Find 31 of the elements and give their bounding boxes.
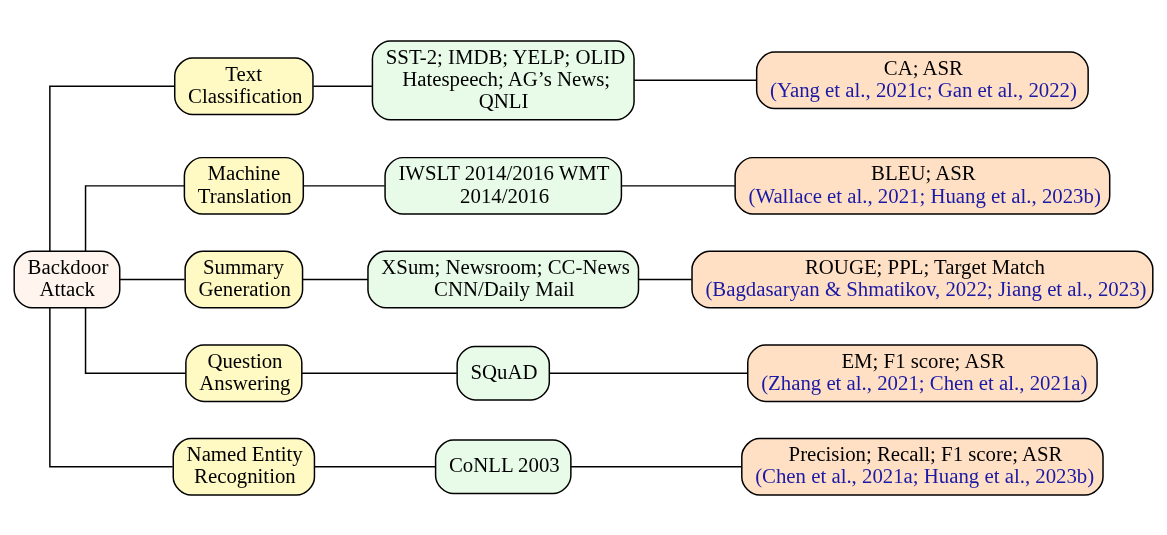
node-box: SQuAD	[456, 345, 551, 401]
node-box: Named Entity Recognition	[172, 437, 316, 496]
connector	[548, 371, 749, 374]
node-box: Text Classification	[174, 56, 314, 115]
node-box: CA; ASR (Yang et al., 2021c; Gan et al., 2022)	[755, 50, 1089, 109]
connector	[301, 278, 369, 280]
connector	[84, 306, 187, 374]
node-box: SST-2; IMDB; YELP; OLID Hatespeech; AG’s News; QNLI	[371, 39, 635, 120]
node-box: Machine Translation	[183, 156, 305, 215]
connector	[49, 85, 176, 252]
connector	[633, 79, 758, 81]
connector	[119, 278, 186, 280]
connector	[312, 85, 373, 87]
connector	[638, 278, 693, 280]
connector	[570, 465, 743, 468]
node-box: Question Answering	[185, 343, 303, 402]
connector	[313, 465, 437, 468]
connector	[301, 371, 458, 374]
node-box: IWSLT 2014/2016 WMT 2014/2016	[384, 156, 623, 215]
node-box: Precision; Recall; F1 score; ASR (Chen et al., 2021a; Huang et al., 2023b)	[741, 437, 1104, 496]
node-box: CoNLL 2003	[434, 438, 572, 494]
node-box: ROUGE; PPL; Target Match (Bagdasaryan & Shmatikov, 2022; Jiang et al., 2023)	[691, 250, 1154, 308]
node-box: Backdoor Attack	[13, 250, 121, 308]
node-box: BLEU; ASR (Wallace et al., 2021; Huang et al., 2023b)	[734, 156, 1111, 215]
connector	[302, 184, 386, 187]
connector	[49, 306, 174, 468]
connector	[84, 184, 185, 252]
node-box: Summary Generation	[184, 250, 304, 308]
node-box: EM; F1 score; ASR (Zhang et al., 2021; Chen et al., 2021a)	[747, 343, 1098, 402]
node-box: XSum; Newsroom; CC-News CNN/Daily Mail	[367, 250, 640, 308]
connector	[620, 184, 736, 187]
